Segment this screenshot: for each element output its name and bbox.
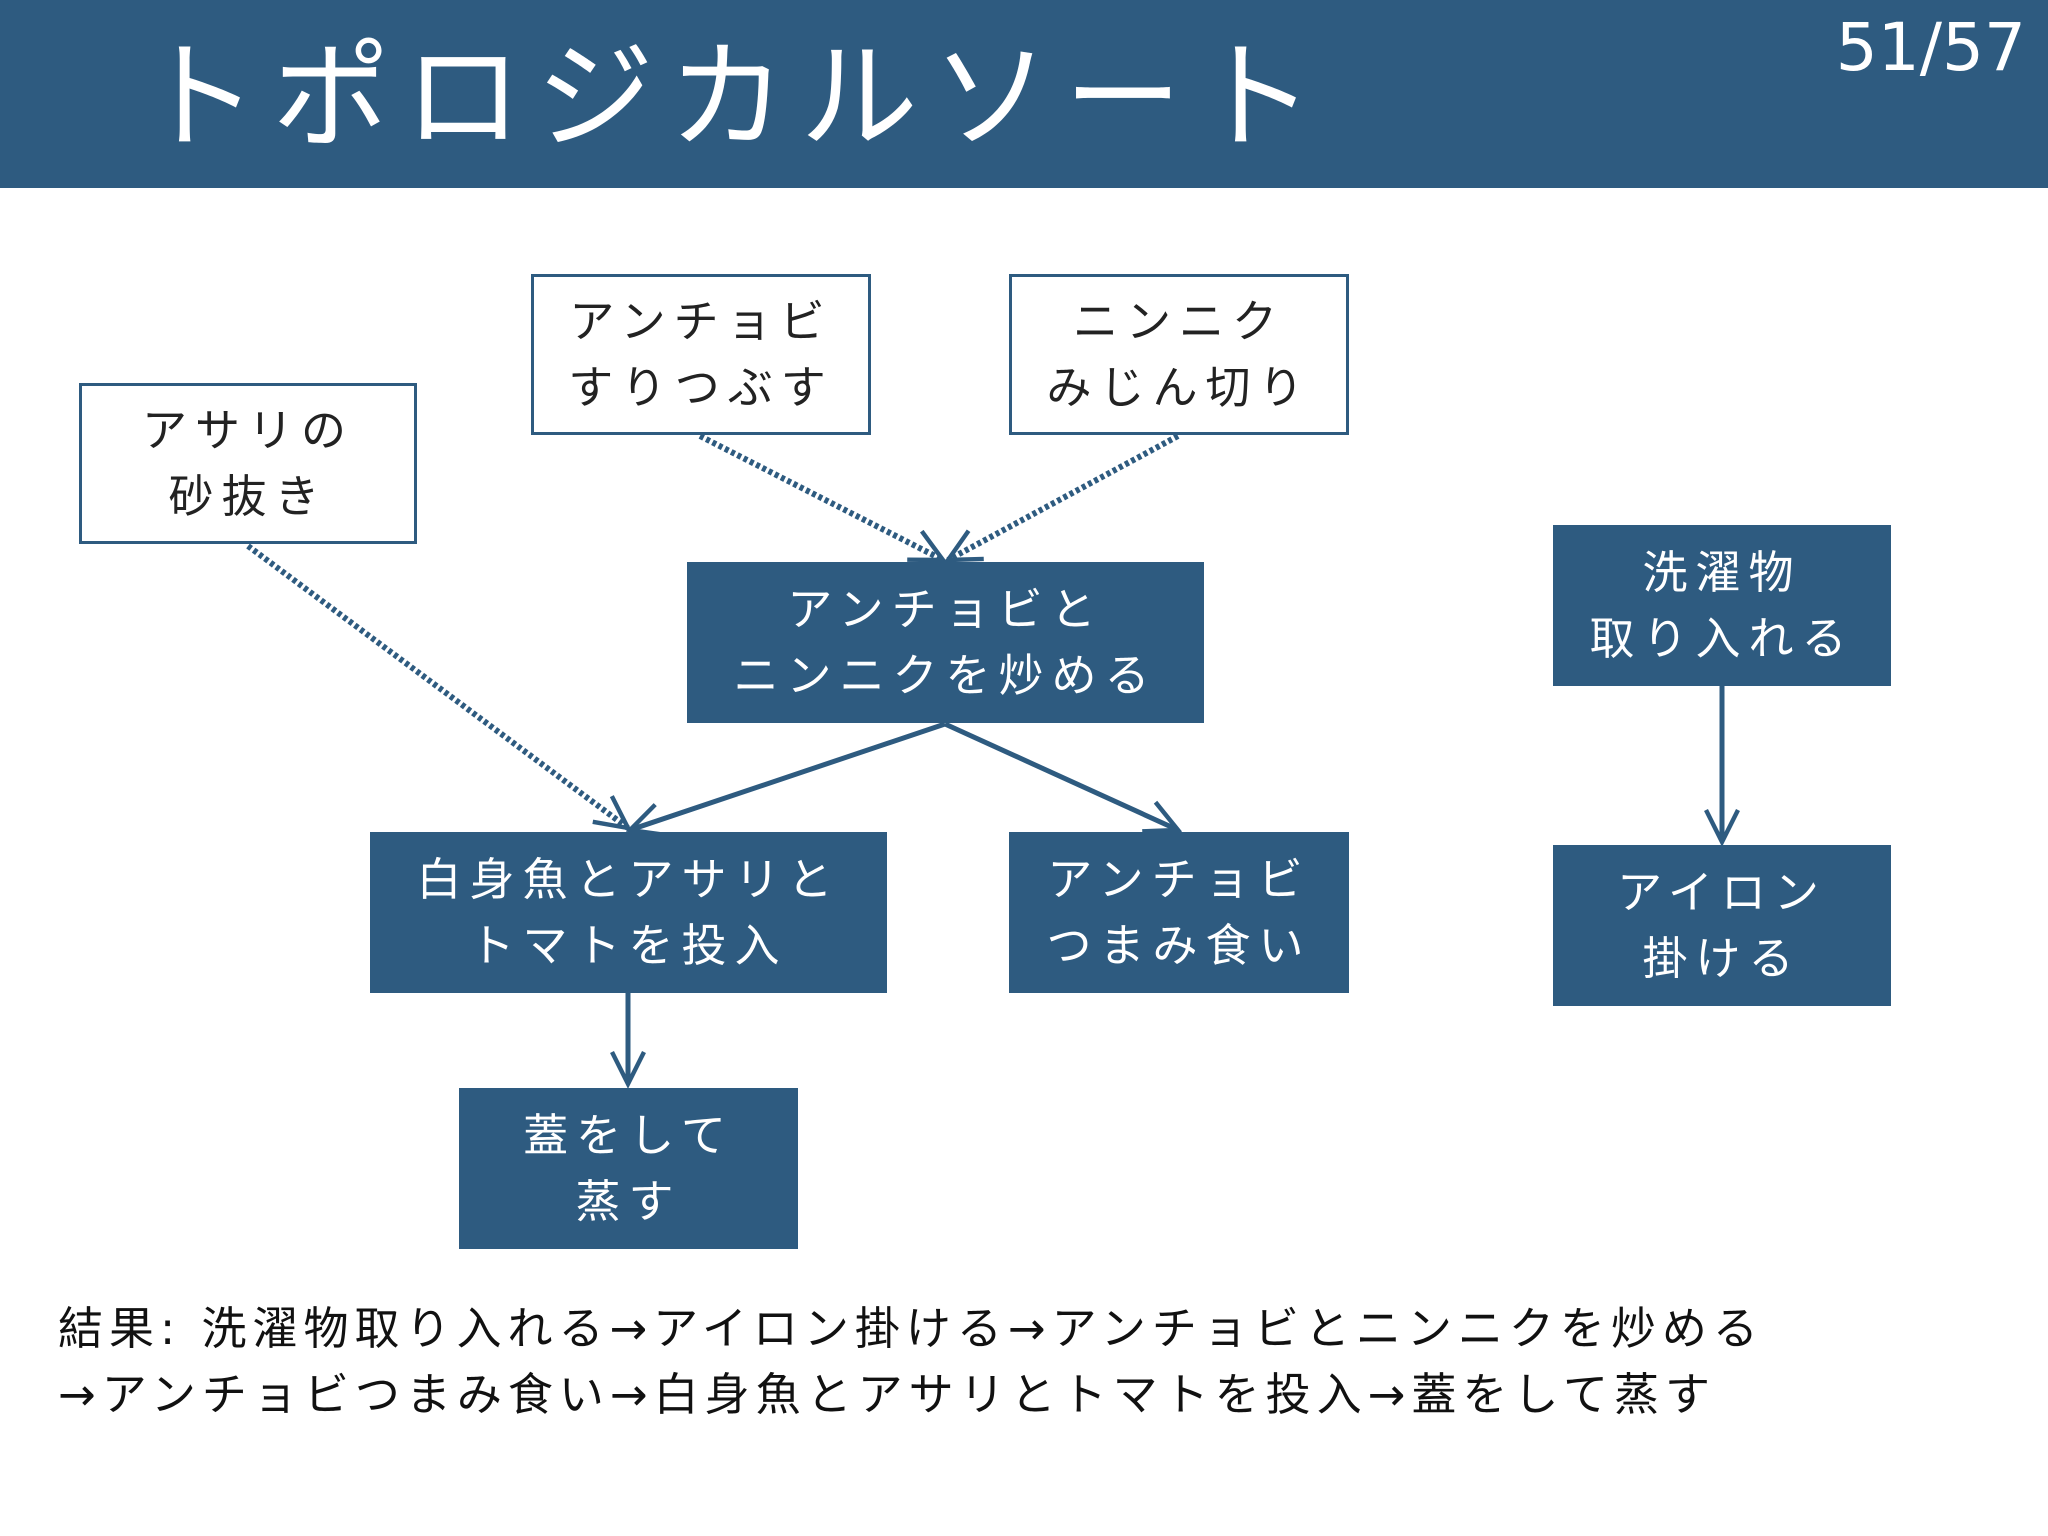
node-add-fish-clams-tomato: 白身魚とアサリと トマトを投入 [370,832,887,993]
page-number: 51/57 [1835,9,2026,86]
node-line: アサリの [141,403,354,457]
node-line: アンチョビと [787,582,1104,636]
edge-fry-to-add-fish [630,721,946,830]
node-fry-anchovy-garlic: アンチョビと ニンニクを炒める [687,562,1204,723]
node-anchovy-snack: アンチョビ つまみ食い [1009,832,1349,993]
node-line: アンチョビ [1047,852,1311,906]
node-line: 取り入れる [1589,611,1855,665]
node-asari-sand-removal: アサリの 砂抜き [79,383,417,544]
edge-fry-to-anchovy-snack [943,721,1178,830]
node-line: みじん切り [1046,360,1312,414]
node-line: ニンニクを炒める [733,648,1158,702]
node-ironing: アイロン 掛ける [1553,845,1891,1006]
result-line: 結果: 洗濯物取り入れる→アイロン掛ける→アンチョビとニンニクを炒める [58,1302,1764,1355]
node-line: トマトを投入 [469,918,788,972]
node-line: ニンニク [1072,294,1285,348]
node-line: アンチョビ [569,294,833,348]
node-line: 砂抜き [168,469,328,523]
node-anchovy-crush: アンチョビ すりつぶす [531,274,871,435]
node-line: アイロン [1617,865,1827,919]
title-bar: トポロジカルソート 51/57 [0,0,2048,188]
result-line: →アンチョビつまみ食い→白身魚とアサリとトマトを投入→蓋をして蒸す [58,1368,1716,1421]
result-text: 結果: 洗濯物取り入れる→アイロン掛ける→アンチョビとニンニクを炒める →アンチ… [58,1296,1764,1428]
node-line: 洗濯物 [1642,545,1802,599]
edge-garlic-mince-to-fry [948,433,1180,563]
edge-anchovy-crush-to-fry [698,433,943,563]
node-line: 掛ける [1642,931,1802,985]
node-line: すりつぶす [568,360,834,414]
node-line: 蓋をして [523,1108,734,1162]
node-line: 蒸す [575,1174,682,1228]
node-take-in-laundry: 洗濯物 取り入れる [1553,525,1891,686]
node-garlic-mince: ニンニク みじん切り [1009,274,1349,435]
edge-asari-to-add-fish [246,543,628,828]
node-line: 白身魚とアサリと [416,852,841,906]
node-cover-and-steam: 蓋をして 蒸す [459,1088,798,1249]
node-line: つまみ食い [1046,918,1312,972]
slide-title: トポロジカルソート [140,28,1329,166]
